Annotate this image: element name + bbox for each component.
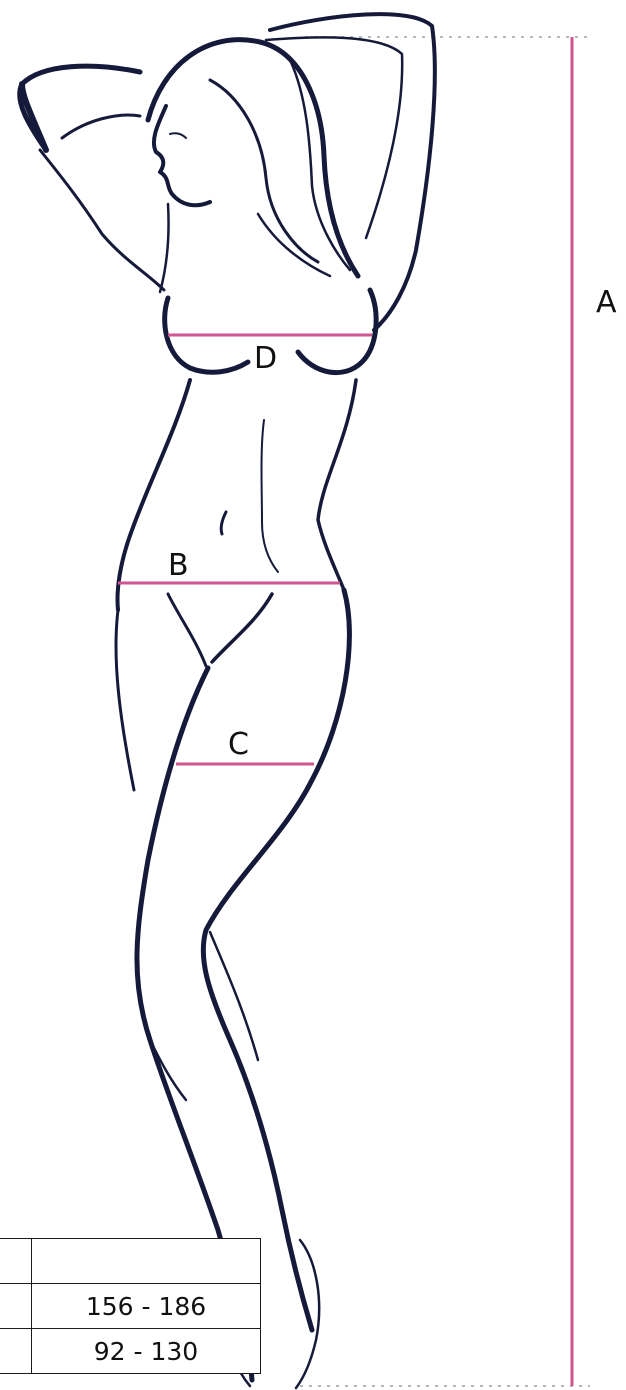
thigh-measure-label: C xyxy=(228,727,249,762)
navel xyxy=(221,512,226,534)
right-breast xyxy=(298,290,376,373)
front-leg-outer xyxy=(203,590,349,1330)
table-row xyxy=(0,1239,261,1284)
hair-outer xyxy=(148,40,358,276)
hips-measure-label: B xyxy=(168,548,189,583)
table-row: 156 - 186 xyxy=(0,1284,261,1329)
hair-inner xyxy=(210,80,318,262)
bust-measure-label: D xyxy=(254,341,277,376)
groin-right xyxy=(212,594,272,662)
table-row: 92 - 130 xyxy=(0,1329,261,1374)
left-arm-inner xyxy=(40,150,164,290)
eye xyxy=(170,133,186,138)
groin-left xyxy=(168,594,206,666)
size-table: 156 - 186 92 - 130 xyxy=(0,1238,261,1374)
table-cell xyxy=(32,1239,261,1284)
figure-outline xyxy=(20,14,435,1388)
height-measure-label: A xyxy=(596,285,617,320)
neck-right xyxy=(258,214,330,276)
table-cell: 156 - 186 xyxy=(32,1284,261,1329)
hip-left xyxy=(116,610,134,790)
table-cell xyxy=(0,1239,32,1284)
torso-right xyxy=(318,380,356,590)
left-upper-arm xyxy=(62,115,140,138)
rib-line xyxy=(262,420,279,572)
front-leg-inner xyxy=(210,932,258,1060)
table-cell xyxy=(0,1284,32,1329)
face-profile xyxy=(154,106,210,205)
table-cell xyxy=(0,1329,32,1374)
neck-left xyxy=(160,204,169,292)
table-cell: 92 - 130 xyxy=(32,1329,261,1374)
right-arm-inner xyxy=(266,37,402,238)
